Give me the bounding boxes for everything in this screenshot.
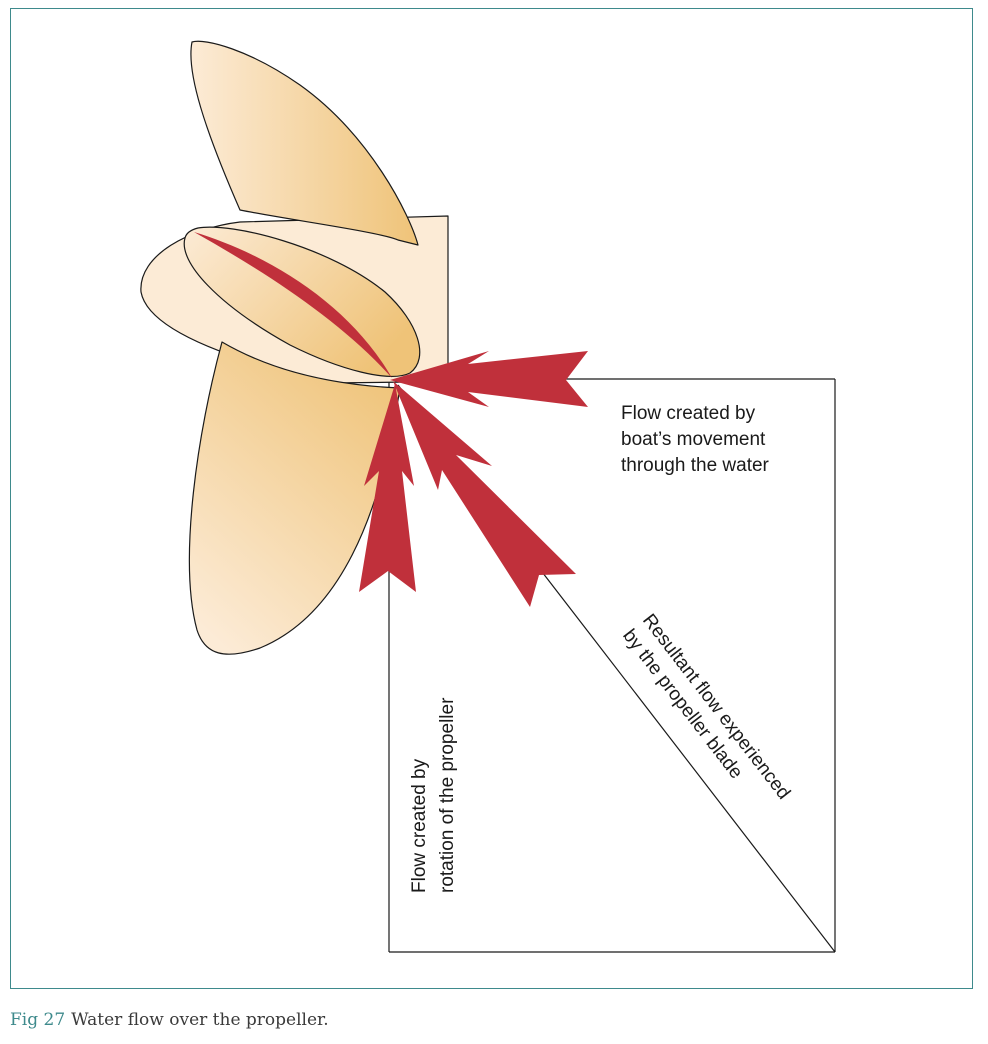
propeller-blade-top bbox=[190, 40, 419, 246]
propeller bbox=[140, 40, 449, 655]
rotation-flow-label-line-2: rotation of the propeller bbox=[437, 697, 458, 893]
resultant-flow-label-line-1: Resultant flow experienced bbox=[638, 610, 794, 803]
boat-flow-arrow bbox=[390, 351, 588, 407]
flow-arrows bbox=[194, 232, 588, 607]
figure-number: Fig 27 bbox=[10, 1010, 66, 1030]
boat-flow-label: Flow created by boat’s movement through … bbox=[621, 403, 771, 476]
boat-flow-label-line-2: boat’s movement bbox=[621, 429, 766, 450]
propeller-flow-diagram: Flow created by boat’s movement through … bbox=[140, 40, 836, 953]
propeller-blade-bottom bbox=[188, 341, 401, 655]
boat-flow-label-line-1: Flow created by bbox=[621, 403, 756, 424]
resultant-flow-label: Resultant flow experienced by the propel… bbox=[618, 610, 797, 823]
rotation-flow-arrow bbox=[359, 384, 416, 592]
figure-frame bbox=[10, 8, 973, 989]
figure-caption-text: Water flow over the propeller. bbox=[71, 1010, 329, 1030]
boat-flow-label-line-3: through the water bbox=[621, 455, 770, 476]
rotation-flow-label: Flow created by rotation of the propelle… bbox=[409, 697, 458, 893]
resultant-flow-arrow bbox=[393, 381, 576, 607]
rotation-flow-label-line-1: Flow created by bbox=[409, 758, 430, 893]
